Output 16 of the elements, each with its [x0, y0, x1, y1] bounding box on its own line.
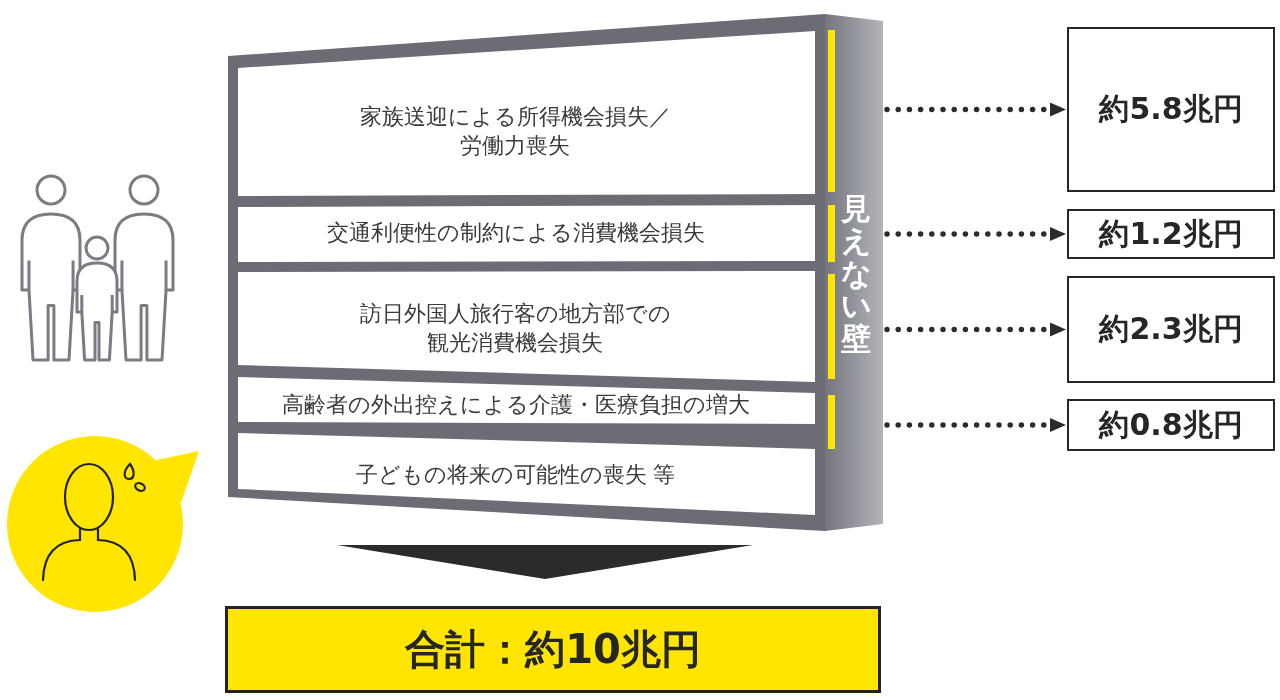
text-panel: 家族送迎による所得機会損失／労働力喪失 — [238, 31, 815, 196]
dotted-arrow — [884, 418, 1068, 432]
text-panel: 高齢者の外出控えによる介護・医療負担の増大 — [238, 377, 815, 424]
dotted-arrow — [884, 227, 1068, 241]
dotted-arrow — [884, 102, 1068, 117]
total-box: 合計：約10兆円 — [225, 606, 881, 693]
wall — [228, 12, 883, 532]
wall-label: 見えない壁 — [841, 193, 871, 355]
value-box: 約5.8兆円 — [1067, 27, 1275, 192]
value-box: 約1.2兆円 — [1067, 209, 1275, 259]
text-panel: 子どもの将来の可能性の喪失 等 — [238, 433, 815, 515]
text-panel: 交通利便性の制約による消費機会損失 — [238, 205, 815, 262]
value-box: 約0.8兆円 — [1067, 399, 1275, 451]
dotted-arrow — [884, 322, 1068, 337]
value-box: 約2.3兆円 — [1067, 276, 1275, 383]
chevron-arrow — [337, 545, 753, 579]
